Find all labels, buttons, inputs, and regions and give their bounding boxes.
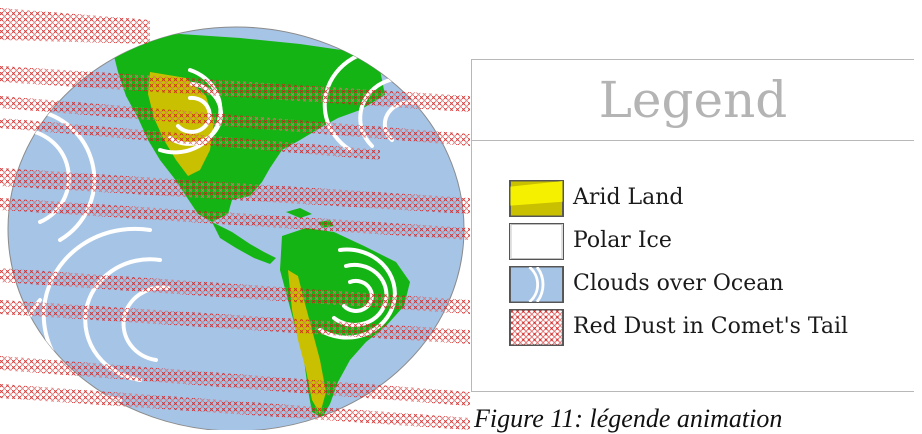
central-america-landmass: [212, 222, 276, 264]
legend-label-arid-land: Arid Land: [573, 185, 684, 210]
clouds-over-ocean-swatch-icon: [509, 266, 564, 303]
legend-label-clouds-over-ocean: Clouds over Ocean: [573, 271, 784, 296]
figure-caption: Figure 11: légende animation: [474, 404, 783, 433]
andes-arid-strip: [288, 270, 326, 414]
earth-globe-illustration: [0, 8, 470, 430]
red-dust-bands: [0, 8, 470, 430]
legend-panel: Legend Arid Land Polar Ice Clouds over O…: [471, 59, 914, 392]
legend-title: Legend: [598, 71, 788, 129]
polar-ice-swatch-icon: [509, 223, 564, 260]
arid-land-swatch-icon: [509, 180, 564, 217]
legend-divider: [472, 140, 914, 141]
legend-label-red-dust: Red Dust in Comet's Tail: [573, 314, 849, 339]
legend-label-polar-ice: Polar Ice: [573, 228, 672, 253]
red-dust-swatch-icon: [509, 309, 564, 346]
